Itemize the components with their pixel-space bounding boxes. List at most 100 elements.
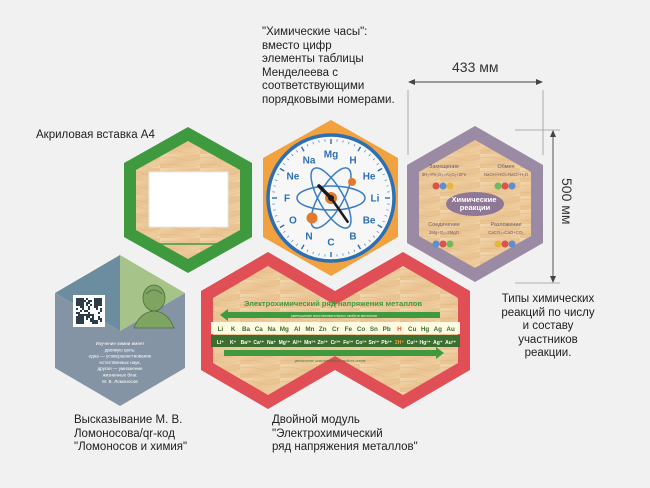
reaction-title-combination: Соединение xyxy=(428,222,460,228)
clock-tick xyxy=(283,163,286,166)
clock-element-N: N xyxy=(305,232,312,243)
metal-Hg: Hg xyxy=(421,326,430,333)
metal-K: K xyxy=(231,326,236,333)
ion-15: Cu²⁺ xyxy=(407,340,418,346)
clock-tick xyxy=(363,243,366,246)
clock-tick xyxy=(342,140,344,143)
clock-tick xyxy=(372,235,376,238)
ion-1: K⁺ xyxy=(230,340,237,346)
clock-tick xyxy=(377,224,383,229)
clock-tick xyxy=(376,163,379,166)
electro-title: Электрохимический ряд напряжения металло… xyxy=(244,299,422,308)
reaction-title-decomposition: Разложение xyxy=(490,222,521,228)
clock-tick xyxy=(306,249,309,253)
clock-tick xyxy=(296,243,299,246)
ion-4: Na⁺ xyxy=(267,340,276,346)
clock-tick xyxy=(368,153,371,157)
clock-tick xyxy=(300,146,305,152)
reaction-title-substitution: Замещение xyxy=(429,164,459,170)
clock-element-H: H xyxy=(349,155,356,166)
clock-tick xyxy=(296,150,299,153)
ion-18: Au³⁺ xyxy=(445,340,456,346)
clock-tick xyxy=(276,173,280,176)
metal-Zn: Zn xyxy=(319,326,327,333)
metal-Au: Au xyxy=(446,326,455,333)
clock-tick xyxy=(286,235,290,238)
clock-element-Be: Be xyxy=(363,216,376,227)
clock-tick xyxy=(376,230,379,233)
clock-element-Na: Na xyxy=(303,155,316,166)
clock-tick xyxy=(300,244,305,250)
reaction-formula-decomposition: CaCO₃=CaO+CO₂ xyxy=(488,230,524,235)
clock-tick xyxy=(273,209,276,211)
ion-11: Co²⁺ xyxy=(356,340,367,346)
ion-12: Sn²⁺ xyxy=(369,340,380,346)
clock-tick xyxy=(291,239,294,243)
ion-7: Mn²⁺ xyxy=(304,340,316,346)
bottom-arrow xyxy=(224,347,444,359)
metal-Mg: Mg xyxy=(280,326,289,333)
clock-tick xyxy=(382,220,386,223)
metal-Ca: Ca xyxy=(255,326,264,333)
clock-element-B: B xyxy=(349,232,356,243)
clock-tick xyxy=(306,143,309,147)
ion-6: Al³⁺ xyxy=(292,340,302,346)
clock-minute-hand xyxy=(329,196,349,224)
metal-Li: Li xyxy=(218,326,224,333)
ion-3: Ca²⁺ xyxy=(253,340,264,346)
clock-tick xyxy=(353,143,356,147)
clock-tick xyxy=(386,209,389,211)
reactions-center-title: Химические реакции xyxy=(452,195,499,212)
electrochemical-series-module: Электрохимический ряд напряжения металло… xyxy=(201,252,470,409)
ion-17: Ag⁺ xyxy=(433,340,443,346)
clock-element-Ne: Ne xyxy=(286,172,299,183)
molecule-icons xyxy=(432,182,516,248)
clock-tick xyxy=(357,244,362,250)
clock-caption: "Химические часы": вместо цифр элементы … xyxy=(262,26,395,106)
types-caption: Типы химических реакций по числу и соста… xyxy=(501,293,595,360)
clock-tick xyxy=(386,185,389,187)
ions-row: Li⁺K⁺Ba²⁺Ca²⁺Na⁺Mg²⁺Al³⁺Mn²⁺Zn²⁺Cr³⁺Fe²⁺… xyxy=(217,340,457,346)
clock-tick xyxy=(274,215,278,217)
clock-tick xyxy=(363,150,366,153)
clock-tick xyxy=(372,158,376,161)
acrylic-caption: Акриловая вставка А4 xyxy=(36,129,155,141)
metal-Al: Al xyxy=(294,326,301,333)
metal-Cr: Cr xyxy=(332,326,340,333)
clock-tick xyxy=(348,251,350,255)
clock-tick xyxy=(384,215,388,217)
clock-element-He: He xyxy=(363,172,376,183)
clock-element-F: F xyxy=(284,194,290,205)
metal-H: H xyxy=(397,326,402,333)
clock-tick xyxy=(384,179,388,181)
clock-tick xyxy=(286,158,290,161)
ion-13: Pb²⁺ xyxy=(381,340,392,346)
clock-tick xyxy=(274,179,278,181)
clock-tick xyxy=(276,220,280,223)
clock-tick xyxy=(279,167,285,172)
clock-tick xyxy=(273,185,276,187)
clock-tick xyxy=(348,141,350,145)
ion-2: Ba²⁺ xyxy=(241,340,252,346)
clock-tick xyxy=(357,146,362,152)
ion-8: Zn²⁺ xyxy=(317,340,328,346)
clock-tick xyxy=(279,224,285,229)
clock-tick xyxy=(353,249,356,253)
acrylic-module xyxy=(124,127,252,273)
lomonosov-caption: Высказывание М. В. Ломоносова/qr-код "Ло… xyxy=(74,414,188,454)
clock-ticks xyxy=(272,139,390,257)
reaction-formula-substitution: 3H₂+Fe₂O₃=Al₂O₃+2Fe xyxy=(422,172,467,177)
metal-Ba: Ba xyxy=(242,326,251,333)
clock-tick xyxy=(377,167,383,172)
clock-tick xyxy=(368,239,371,243)
ion-0: Li⁺ xyxy=(217,340,224,346)
clock-tick xyxy=(312,141,314,145)
width-dimension-label: 433 мм xyxy=(452,59,499,75)
top-arrow xyxy=(220,309,440,321)
metal-Cu: Cu xyxy=(408,326,417,333)
lomonosov-portrait xyxy=(133,284,175,329)
